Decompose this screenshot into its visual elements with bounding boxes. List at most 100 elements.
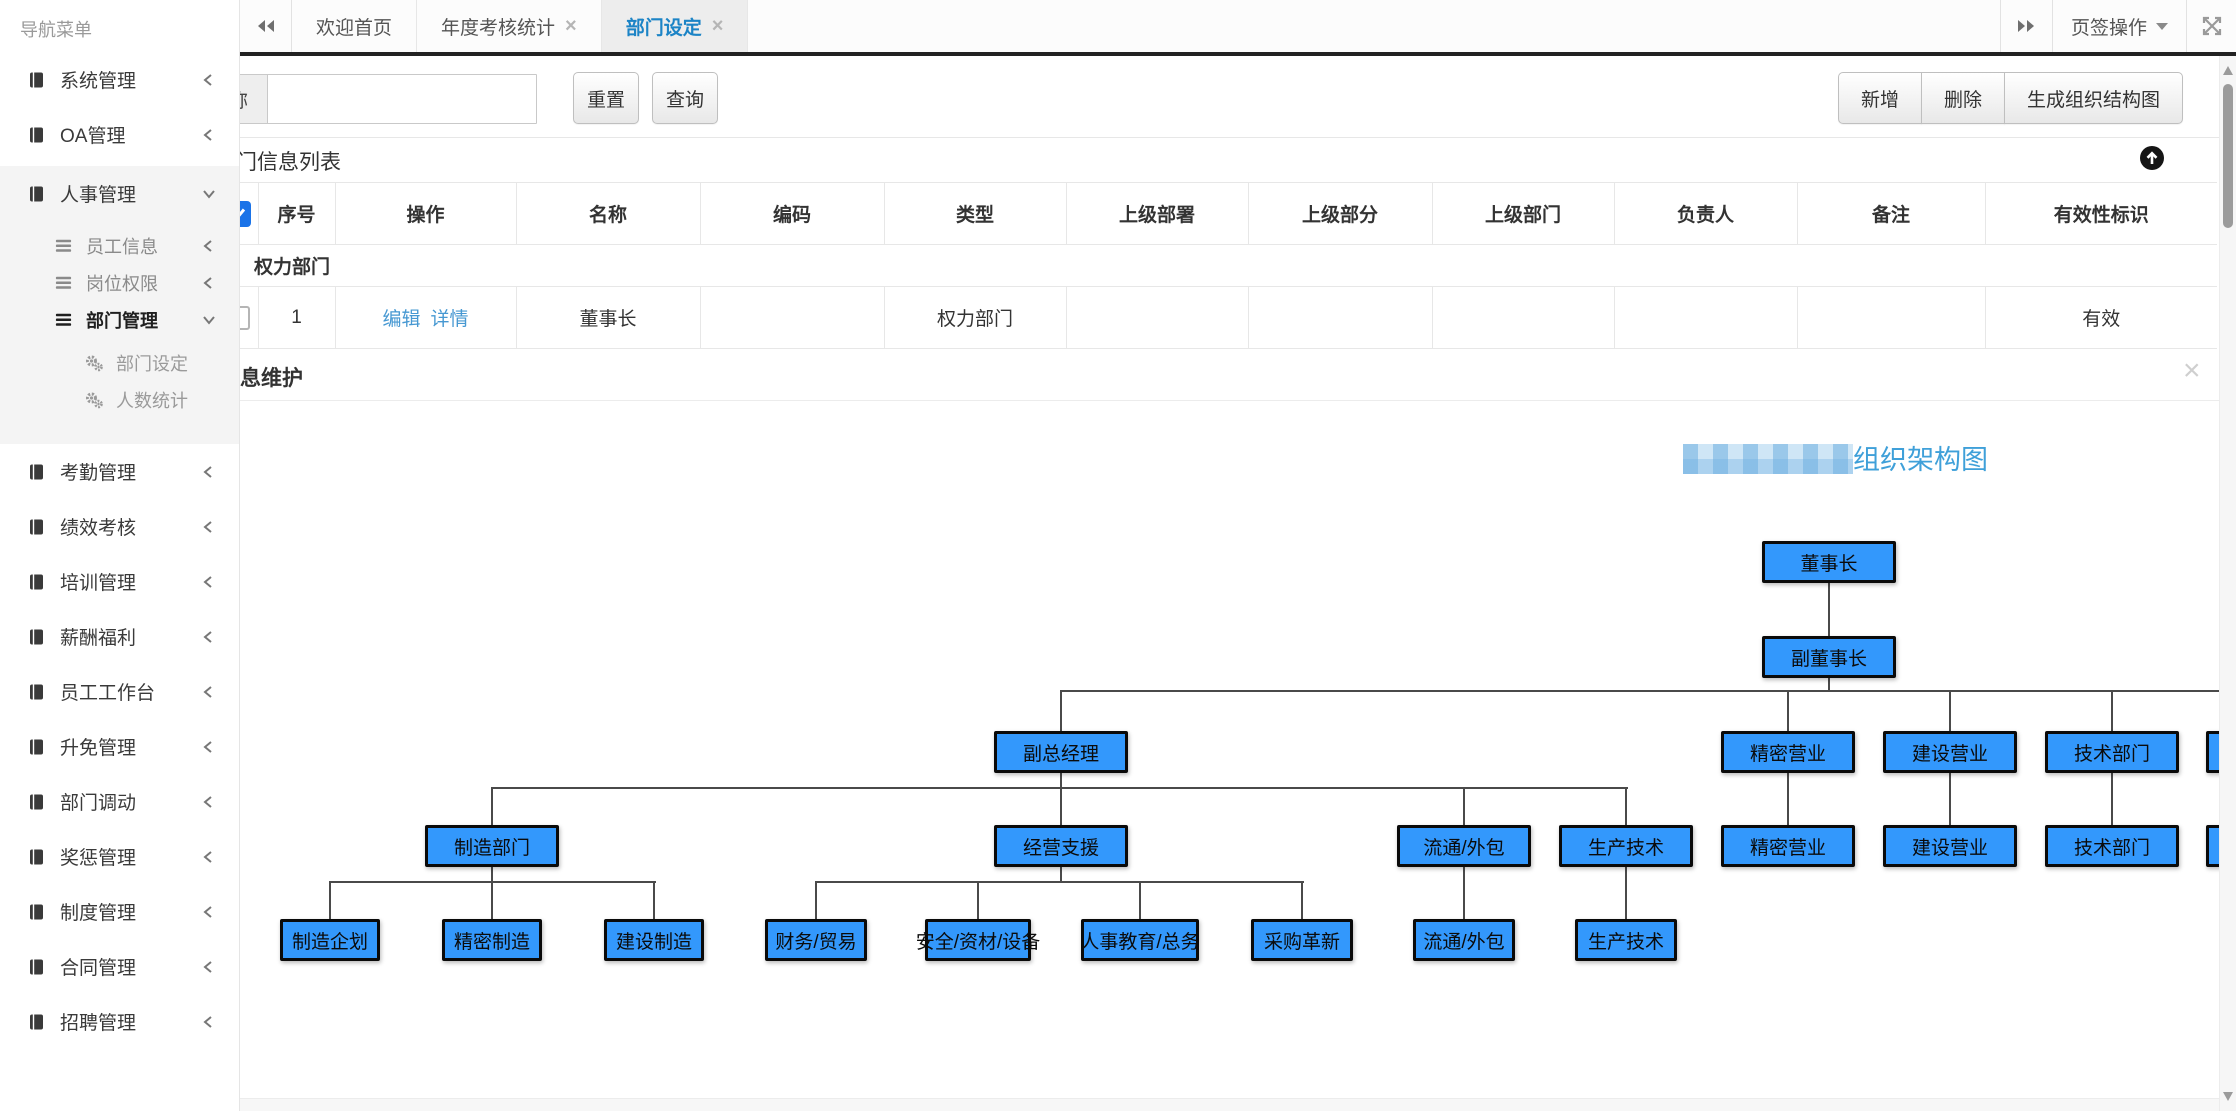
col-header-type[interactable]: 类型 <box>884 182 1067 245</box>
sidebar-item-dept-management[interactable]: 部门管理 <box>0 301 239 338</box>
table-row[interactable]: 1 编辑详情 董事长 权力部门 有效 <box>218 286 2217 349</box>
tabs-scroll-right-button[interactable] <box>1999 0 2052 52</box>
org-node[interactable]: 建设制造 <box>604 919 704 961</box>
org-node[interactable]: 精密营业 <box>1721 825 1855 867</box>
reset-button[interactable]: 重置 <box>573 72 639 124</box>
org-connector-line <box>815 881 817 919</box>
fullscreen-button[interactable] <box>2186 0 2236 52</box>
sidebar-item-policy[interactable]: 制度管理 <box>0 884 239 939</box>
chevron-left-icon <box>203 795 212 808</box>
book-icon <box>30 72 43 87</box>
org-node[interactable]: 安全/资材/设备 <box>916 919 1040 961</box>
col-header-owner[interactable]: 负责人 <box>1614 182 1798 245</box>
org-node[interactable]: 建设营业 <box>1883 731 2017 773</box>
col-header-code[interactable]: 编码 <box>700 182 885 245</box>
col-header-seq[interactable]: 序号 <box>258 182 336 245</box>
sidebar-item-employee-workbench[interactable]: 员工工作台 <box>0 664 239 719</box>
org-node[interactable]: 采购革新 <box>1251 919 1353 961</box>
collapse-panel-icon[interactable] <box>2139 145 2165 171</box>
sidebar-item-attendance[interactable]: 考勤管理 <box>0 444 239 499</box>
org-connector-line <box>1949 690 1951 731</box>
org-node[interactable]: 制造部门 <box>425 825 559 867</box>
col-header-parent-dept3[interactable]: 上级部门 <box>1432 182 1615 245</box>
org-node[interactable]: 董事长 <box>1762 541 1896 583</box>
org-node[interactable]: 人事教育/总务 <box>1080 919 1200 961</box>
org-node[interactable] <box>2206 731 2219 773</box>
scroll-down-arrow-icon[interactable] <box>2223 1092 2233 1101</box>
org-node[interactable]: 生产技术 <box>1559 825 1693 867</box>
sidebar-item-label: 绩效考核 <box>60 518 137 539</box>
sidebar-item-oa[interactable]: OA管理 <box>0 107 239 162</box>
org-node[interactable]: 流通/外包 <box>1397 825 1531 867</box>
col-header-parent-dept2[interactable]: 上级部分 <box>1248 182 1433 245</box>
sidebar-item-dept-transfer[interactable]: 部门调动 <box>0 774 239 829</box>
sidebar-item-dept-setting[interactable]: 部门设定 <box>0 344 239 381</box>
sidebar-item-hr[interactable]: 人事管理 <box>0 166 239 221</box>
sidebar-item-headcount-stats[interactable]: 人数统计 <box>0 381 239 418</box>
tab-label: 欢迎首页 <box>316 17 393 39</box>
col-header-validity[interactable]: 有效性标识 <box>1985 182 2217 245</box>
col-header-parent-dept1[interactable]: 上级部署 <box>1066 182 1249 245</box>
org-node[interactable]: 技术部门 <box>2045 731 2179 773</box>
org-node[interactable]: 财务/贸易 <box>765 919 867 961</box>
sidebar-item-rewards[interactable]: 奖惩管理 <box>0 829 239 884</box>
close-tab-icon[interactable]: × <box>565 15 577 37</box>
delete-button[interactable]: 删除 <box>1921 72 2006 124</box>
book-icon <box>30 574 43 589</box>
sidebar-item-recruiting[interactable]: 招聘管理 <box>0 994 239 1049</box>
book-icon <box>30 959 43 974</box>
search-button[interactable]: 查询 <box>652 72 718 124</box>
tab-annual-assessment[interactable]: 年度考核统计 × <box>417 0 602 52</box>
sidebar-item-contract[interactable]: 合同管理 <box>0 939 239 994</box>
sidebar-item-label: 员工信息 <box>86 236 158 257</box>
tab-dept-setting[interactable]: 部门设定 × <box>601 0 749 52</box>
table-header-row: 序号 操作 名称 编码 类型 上级部署 上级部分 上级部门 负责人 备注 有效性… <box>218 182 2217 245</box>
gears-icon <box>86 392 103 408</box>
tab-label: 年度考核统计 <box>441 17 556 39</box>
vertical-scrollbar[interactable] <box>2219 56 2236 1111</box>
org-node[interactable]: 副总经理 <box>994 731 1128 773</box>
redacted-company-name <box>1683 444 1853 474</box>
org-connector-line <box>1787 773 1789 825</box>
org-node[interactable]: 精密制造 <box>442 919 542 961</box>
sidebar-item-payroll[interactable]: 薪酬福利 <box>0 609 239 664</box>
scroll-up-arrow-icon[interactable] <box>2223 66 2233 75</box>
sidebar-item-system[interactable]: 系统管理 <box>0 52 239 107</box>
sidebar-item-post-permission[interactable]: 岗位权限 <box>0 264 239 301</box>
sidebar-item-employee-info[interactable]: 员工信息 <box>0 227 239 264</box>
org-node[interactable]: 精密营业 <box>1721 731 1855 773</box>
col-header-name[interactable]: 名称 <box>516 182 701 245</box>
sidebar-item-performance[interactable]: 绩效考核 <box>0 499 239 554</box>
org-node[interactable]: 生产技术 <box>1575 919 1677 961</box>
sidebar-item-promotion[interactable]: 升免管理 <box>0 719 239 774</box>
org-node[interactable]: 建设营业 <box>1883 825 2017 867</box>
chevron-left-icon <box>203 276 212 289</box>
scrollbar-thumb[interactable] <box>2223 84 2233 228</box>
chevron-left-icon <box>203 960 212 973</box>
dept-list-panel-title: 部门信息列表 <box>215 151 341 174</box>
generate-org-chart-button[interactable]: 生成组织结构图 <box>2004 72 2184 124</box>
chevron-down-icon <box>203 315 215 325</box>
name-input[interactable] <box>267 74 537 124</box>
sidebar-item-training[interactable]: 培训管理 <box>0 554 239 609</box>
horizontal-scrollbar[interactable] <box>0 1098 2219 1111</box>
cell-name: 董事长 <box>516 286 701 349</box>
org-node[interactable]: 技术部门 <box>2045 825 2179 867</box>
tab-operations-dropdown[interactable]: 页签操作 <box>2051 0 2186 52</box>
tab-operations-label: 页签操作 <box>2070 17 2147 39</box>
org-node[interactable]: 经营支援 <box>994 825 1128 867</box>
tabs-scroll-left-button[interactable] <box>240 0 292 52</box>
org-node[interactable]: 制造企划 <box>280 919 380 961</box>
book-icon <box>30 739 43 754</box>
close-panel-icon[interactable]: × <box>2183 354 2201 387</box>
detail-link[interactable]: 详情 <box>430 309 469 330</box>
close-tab-icon[interactable]: × <box>711 15 724 37</box>
book-icon <box>30 684 43 699</box>
edit-link[interactable]: 编辑 <box>382 309 421 330</box>
org-node[interactable]: 流通/外包 <box>1413 919 1515 961</box>
col-header-actions[interactable]: 操作 <box>335 182 517 245</box>
col-header-remark[interactable]: 备注 <box>1797 182 1986 245</box>
tab-welcome[interactable]: 欢迎首页 <box>292 0 418 52</box>
org-node[interactable] <box>2206 825 2219 867</box>
org-node[interactable]: 副董事长 <box>1762 636 1896 678</box>
